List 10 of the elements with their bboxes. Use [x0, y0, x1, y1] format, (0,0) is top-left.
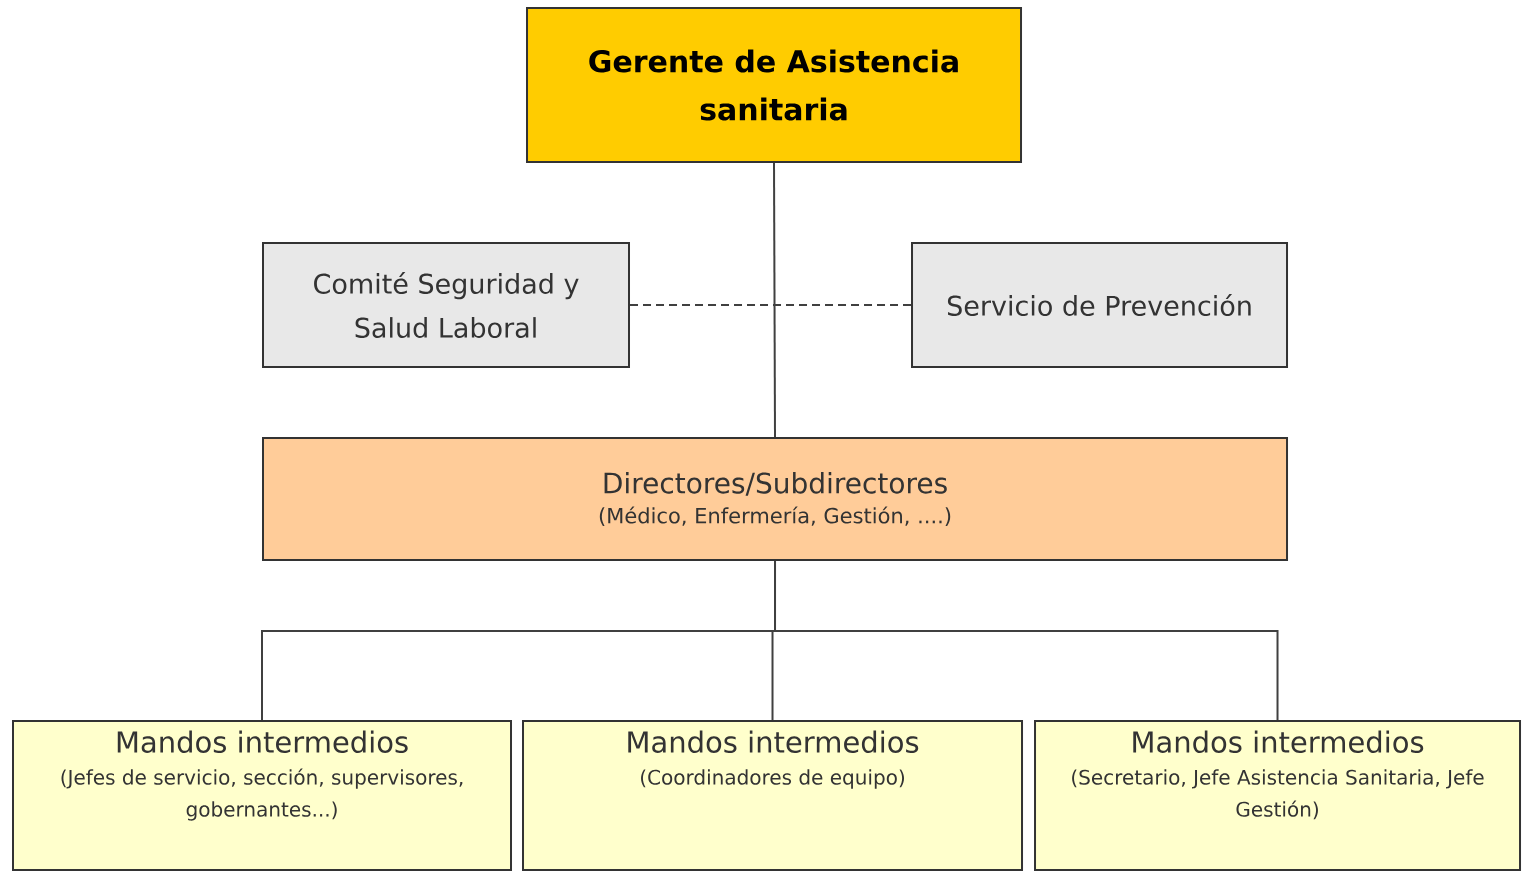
connector	[773, 162, 776, 438]
connector	[774, 560, 1279, 721]
committee-box: Comité Seguridad y Salud Laboral	[262, 242, 630, 368]
middle-manager-box: Mandos intermedios (Secretario, Jefe Asistencia Sanitaria, Jefe Gestión)	[1034, 720, 1521, 871]
middle-manager-box: Mandos intermedios (Jefes de servicio, sección, supervisores, gobernantes...)	[12, 720, 512, 871]
director-box: Directores/Subdirectores (Médico, Enfermería, Gestión, ....)	[262, 437, 1288, 561]
manager-box: Gerente de Asistencia sanitaria	[526, 7, 1022, 163]
committee-box: Servicio de Prevención	[911, 242, 1288, 368]
middle-manager-box: Mandos intermedios (Coordinadores de equipo)	[522, 720, 1023, 871]
dashed-connector	[629, 304, 912, 306]
